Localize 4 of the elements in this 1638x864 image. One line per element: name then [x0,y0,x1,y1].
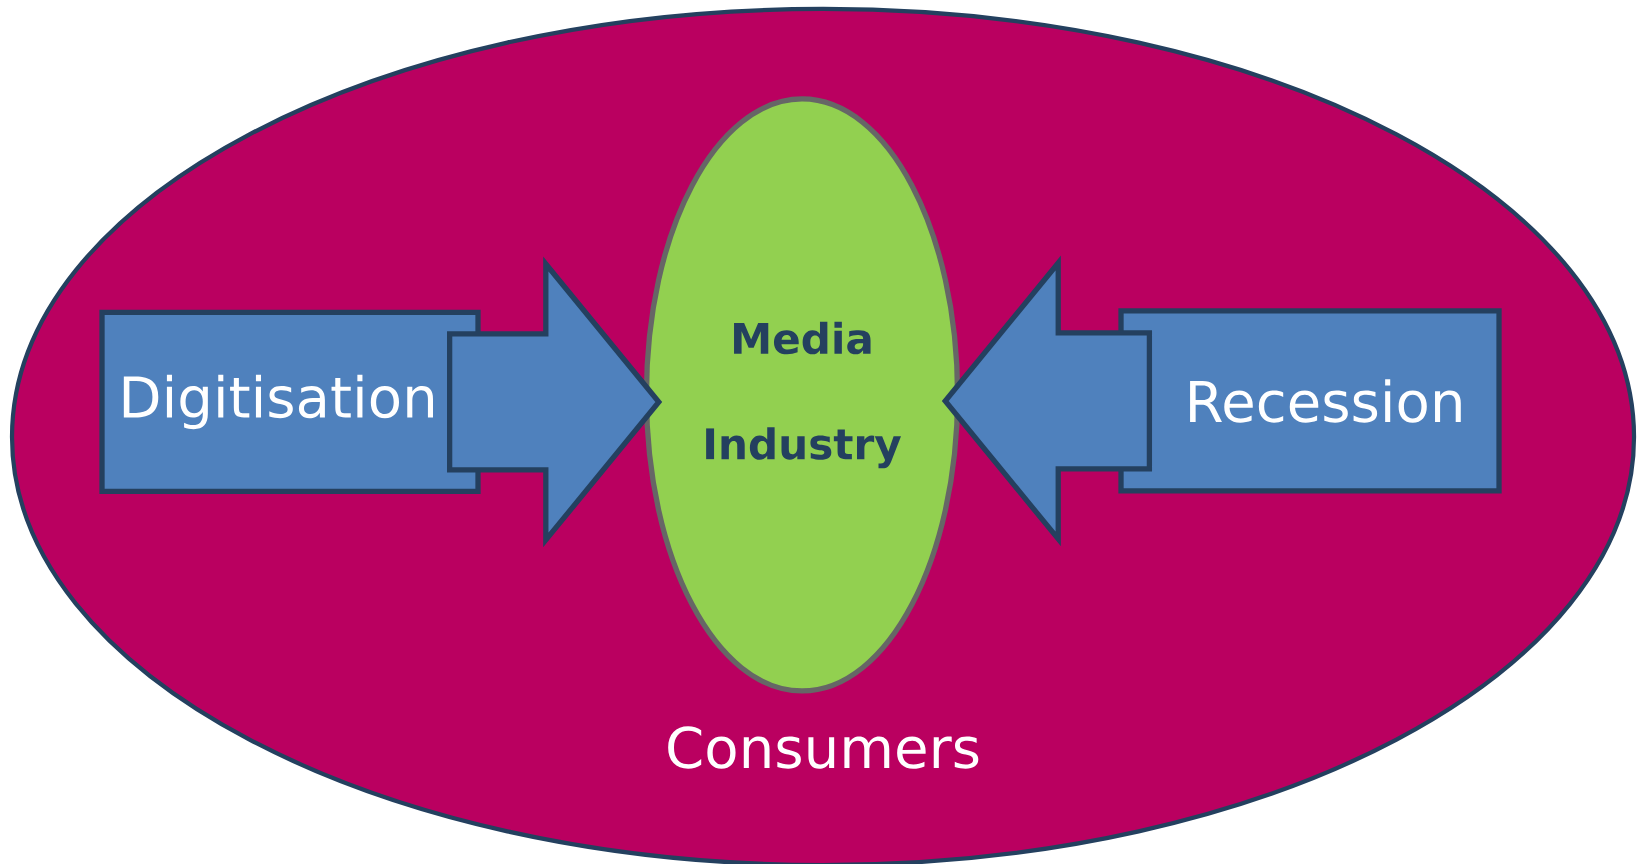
factor-box: Recession [1118,308,1502,494]
block-arrow [447,256,663,548]
block-arrow [941,255,1153,547]
factor-box: Digitisation [99,309,481,495]
